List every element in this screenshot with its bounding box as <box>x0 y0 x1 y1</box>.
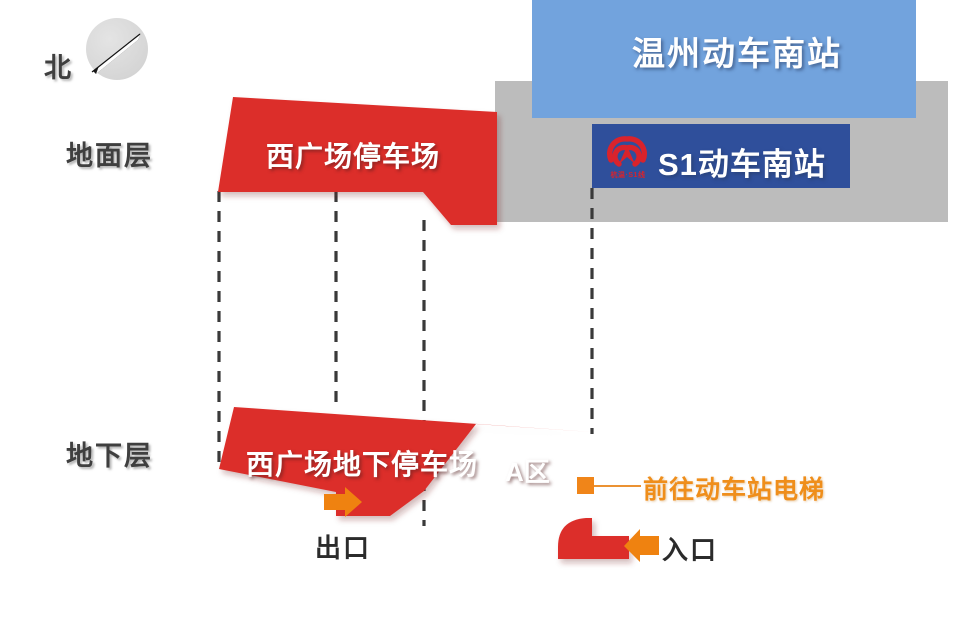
underground-level-parking-area <box>219 408 629 558</box>
underground-level-contour <box>219 408 629 558</box>
exit-label: 出口 <box>315 533 372 563</box>
underground-level-parking <box>219 410 628 558</box>
elevator-marker-icon <box>577 477 594 494</box>
level-label-ground: 地面层 <box>66 141 153 171</box>
s1-line-logo-icon <box>604 130 650 174</box>
underground-parking-polygon <box>219 407 629 559</box>
metro-station-sign-label: S1动车南站 <box>658 147 826 182</box>
compass-rose <box>86 18 148 80</box>
s1-logo-subtext: 杭温·S1线 <box>610 172 646 179</box>
underground-area <box>219 409 628 558</box>
level-label-underground: 地下层 <box>66 441 153 471</box>
underground-parking-outline <box>234 410 628 558</box>
underground-parking-shape <box>219 410 628 557</box>
station-name-sign-label: 温州动车南站 <box>632 35 842 72</box>
station-name-sign <box>532 0 916 118</box>
ground-parking-label: 西广场停车场 <box>266 141 441 172</box>
entrance-label: 入口 <box>662 535 719 565</box>
underground-parking-body <box>219 410 628 558</box>
elevator-label: 前往动车站电梯 <box>643 476 826 504</box>
compass-north-label: 北 <box>44 53 71 83</box>
underground-parking-label: 西广场地下停车场 <box>246 449 479 480</box>
elevator-leader-line <box>594 485 641 487</box>
zone-a-label: A区 <box>505 457 550 487</box>
metro-station-sign <box>592 124 850 188</box>
